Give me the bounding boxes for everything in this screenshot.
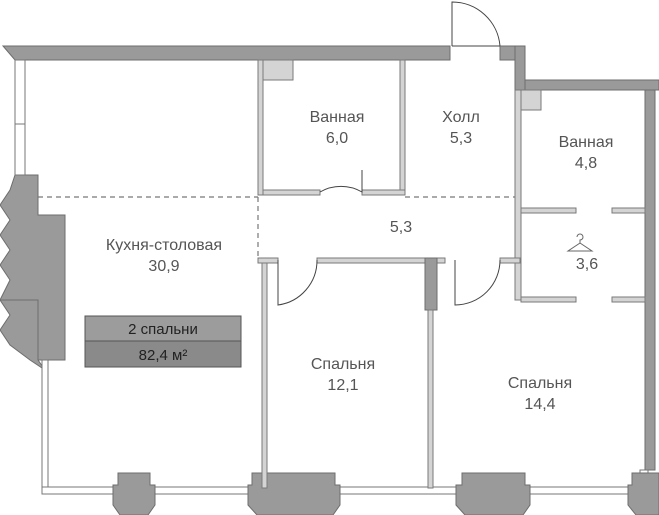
- room-area-corridor: 5,3: [390, 219, 412, 236]
- exterior-walls: [0, 45, 659, 471]
- room-area-bathroom-2: 4,8: [575, 155, 597, 172]
- summary-rooms: 2 спальни: [128, 321, 198, 338]
- interior-walls: [257, 59, 646, 489]
- room-name-kitchen: Кухня-столовая: [106, 237, 222, 254]
- room-area-bedroom-2: 14,4: [524, 396, 555, 413]
- room-area-hall: 5,3: [450, 130, 472, 147]
- room-name-hall: Холл: [442, 109, 480, 126]
- room-area-bedroom-1: 12,1: [327, 377, 358, 394]
- room-area-kitchen: 30,9: [148, 258, 179, 275]
- summary-area: 82,4 м²: [139, 347, 188, 364]
- entrance-door[interactable]: [451, 1, 501, 47]
- room-name-bedroom-2: Спальня: [508, 375, 572, 392]
- balconies: [112, 472, 659, 515]
- room-name-bathroom-2: Ванная: [559, 134, 614, 151]
- room-name-bathroom-1: Ванная: [310, 109, 365, 126]
- room-name-bedroom-1: Спальня: [311, 356, 375, 373]
- room-area-closet: 3,6: [576, 256, 598, 273]
- dashed-boundaries: [38, 196, 515, 258]
- doors: [277, 170, 501, 306]
- room-area-bathroom-1: 6,0: [326, 130, 348, 147]
- hanger-icon: [566, 233, 594, 252]
- summary-box: 2 спальни 82,4 м²: [84, 315, 242, 368]
